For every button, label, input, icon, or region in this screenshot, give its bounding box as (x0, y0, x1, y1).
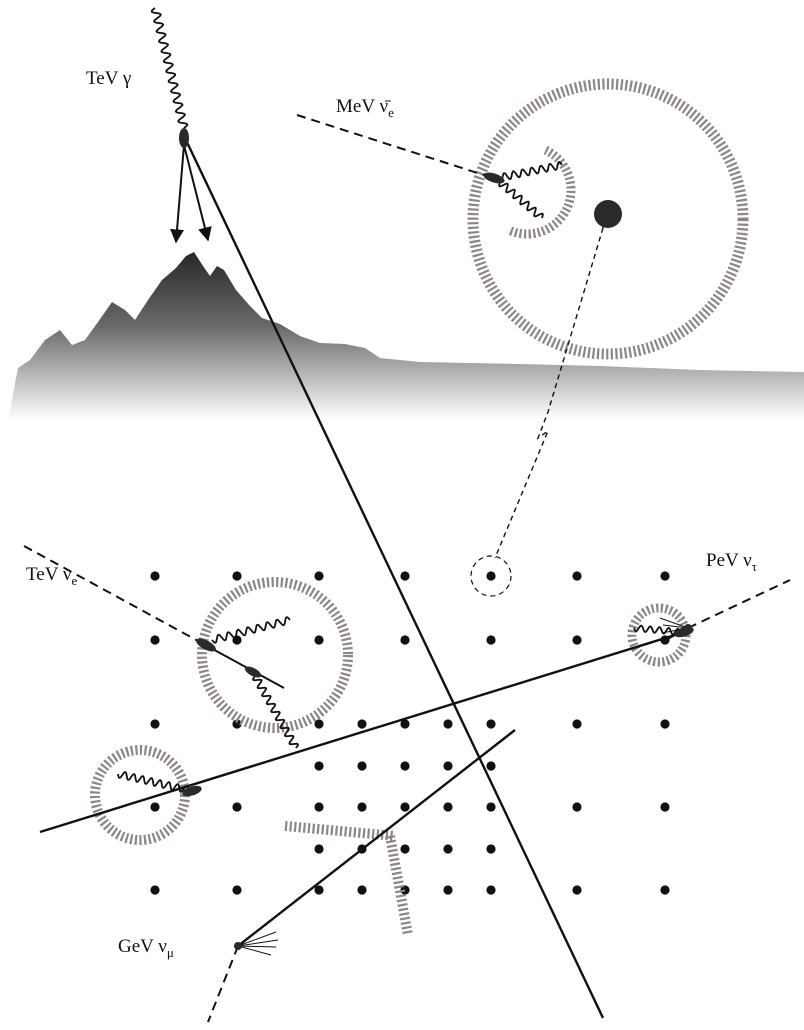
optical-module (572, 802, 582, 812)
cherenkov-ring-tev-nue (196, 577, 353, 733)
mev-vertex (483, 172, 505, 184)
cherenkov-ring-pev (627, 603, 691, 667)
spray-line-1 (237, 931, 277, 947)
optical-module (357, 885, 367, 895)
gev-numu-track (237, 729, 516, 947)
optical-module (400, 885, 410, 895)
optical-module (443, 802, 453, 812)
optical-module (400, 844, 410, 854)
photon-tev-gamma (150, 7, 189, 129)
cherenkov-light-rings (89, 78, 749, 936)
spray-line-3 (237, 945, 277, 948)
label-pev-nu-tau: PeV ντ (706, 550, 757, 574)
nucleus-dot (594, 200, 622, 228)
long-lepton-track (39, 629, 689, 834)
optical-module (232, 571, 242, 581)
optical-module (572, 719, 582, 729)
optical-module (486, 635, 496, 645)
optical-module (486, 761, 496, 771)
optical-module (400, 635, 410, 645)
label-mev-antinu-e: MeV ν̄e (336, 96, 394, 120)
optical-module (357, 802, 367, 812)
optical-module (314, 571, 324, 581)
cherenkov-band-horizontal (284, 821, 396, 841)
optical-module (486, 844, 496, 854)
gamma-shower-arrow-1 (170, 144, 185, 244)
label-gev-nu-mu: GeV νμ (118, 936, 174, 960)
optical-module-grid (150, 571, 670, 895)
lepton-vertex (182, 785, 202, 797)
optical-module (400, 719, 410, 729)
cherenkov-ring-partial (506, 146, 576, 239)
optical-module (486, 802, 496, 812)
optical-module (400, 571, 410, 581)
optical-module (232, 719, 242, 729)
optical-module (660, 719, 670, 729)
optical-module (486, 571, 496, 581)
optical-module (150, 802, 160, 812)
spray-line-5 (659, 617, 689, 629)
optical-module (314, 719, 324, 729)
photon-lines (117, 7, 681, 793)
gamma-shower-arrow-2 (183, 144, 212, 242)
optical-module (400, 802, 410, 812)
interaction-vertices (179, 128, 694, 950)
particle-labels: TeV γ MeV ν̄e TeV νe PeV ντ GeV νμ (26, 68, 757, 960)
highlighted-module-ring (470, 555, 512, 597)
tev-nue-vertex-1 (196, 638, 216, 652)
optical-module (150, 719, 160, 729)
optical-module (150, 635, 160, 645)
tev-nue-vertex-2 (244, 666, 262, 678)
optical-module (572, 571, 582, 581)
photon-mev-1 (497, 161, 563, 182)
photon-tev-nue-1 (211, 616, 291, 644)
optical-module (357, 719, 367, 729)
optical-module (443, 885, 453, 895)
gev-numu-incoming (207, 945, 239, 1023)
optical-module (572, 885, 582, 895)
tev-nue-incoming (23, 545, 201, 643)
tev-gamma-track (183, 137, 605, 1019)
spray-line-2 (237, 939, 279, 947)
optical-module (314, 761, 324, 771)
optical-module (572, 635, 582, 645)
optical-module (232, 802, 242, 812)
mev-antinu-track (296, 114, 491, 178)
optical-module (486, 885, 496, 895)
optical-module (660, 885, 670, 895)
optical-module (232, 885, 242, 895)
photon-mev-2 (498, 181, 544, 219)
optical-module (486, 719, 496, 729)
optical-module (314, 802, 324, 812)
cherenkov-ring-lepton (89, 745, 190, 845)
optical-module (314, 635, 324, 645)
label-tev-nu-e: TeV νe (26, 564, 77, 588)
optical-module (443, 761, 453, 771)
optical-module (660, 571, 670, 581)
gamma-vertex (179, 128, 189, 148)
spray-line-4 (237, 945, 272, 956)
mountain-silhouette (8, 252, 804, 420)
photon-tev-nue-2 (252, 675, 299, 749)
optical-module (150, 571, 160, 581)
optical-module (660, 802, 670, 812)
pev-end-vertex (684, 624, 692, 632)
label-tev-gamma: TeV γ (86, 68, 131, 89)
cherenkov-ring-large (467, 78, 749, 360)
gev-vertex (234, 942, 242, 950)
optical-module (314, 844, 324, 854)
optical-module (150, 885, 160, 895)
photon-pev (633, 624, 681, 636)
cherenkov-band-vertical (385, 835, 413, 936)
optical-module (357, 761, 367, 771)
optical-module (400, 761, 410, 771)
optical-module (443, 844, 453, 854)
photon-lepton (117, 771, 189, 793)
pev-nutau-incoming (687, 579, 791, 629)
optical-module (443, 719, 453, 729)
signal-path (494, 218, 611, 559)
optical-module (314, 885, 324, 895)
